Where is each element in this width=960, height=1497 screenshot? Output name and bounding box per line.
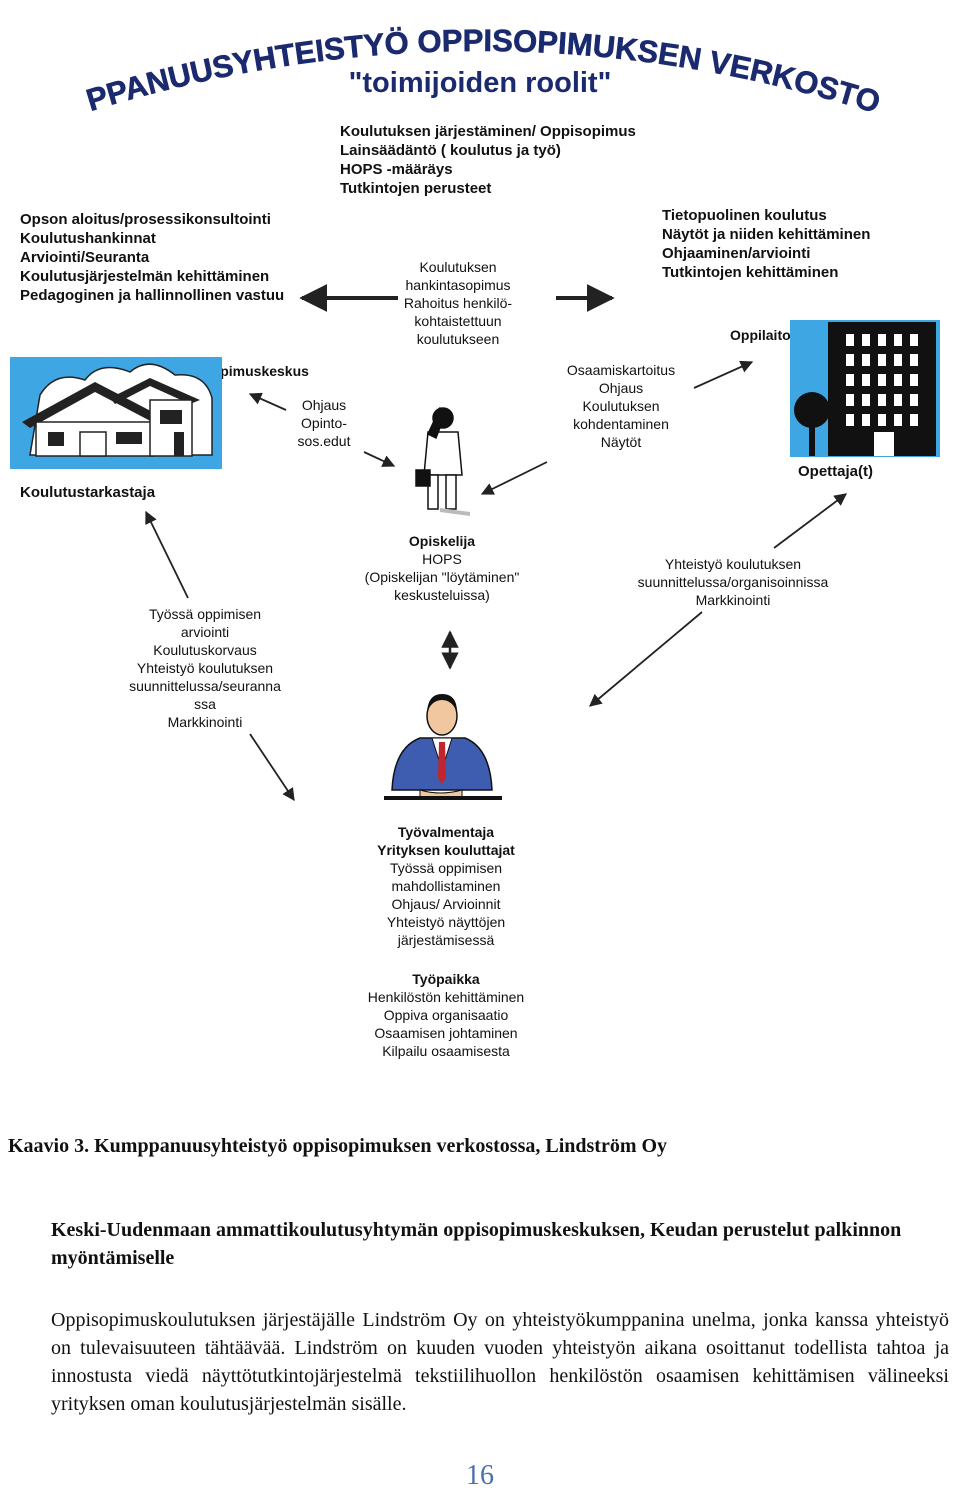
- tyovalmentaja-title: Yrityksen kouluttajat: [377, 842, 515, 858]
- ohjaus-line: Opinto-: [301, 415, 347, 431]
- tyopaikka-title: Työpaikka: [412, 971, 480, 987]
- osaamis-line: Näytöt: [600, 434, 642, 450]
- right-block: Tietopuolinen koulutus Näytöt ja niiden …: [662, 206, 870, 282]
- osaamis-line: Ohjaus: [598, 380, 644, 396]
- body-paragraph: Oppisopimuskoulutuksen järjestäjälle Lin…: [51, 1309, 949, 1415]
- osaamis-line: Osaamiskartoitus: [566, 362, 676, 378]
- diagram-title-line1: KUMPPANUUSYHTEISTYÖ OPPISOPIMUKSEN VERKO…: [0, 0, 884, 120]
- yhteistyo-line: suunnittelussa/organisoinnissa: [637, 574, 829, 590]
- left-block-line: Koulutushankinnat: [20, 230, 156, 247]
- figure-caption: Kaavio 3. Kumppanuusyhteistyö oppisopimu…: [8, 1135, 668, 1157]
- tyossa-line: arviointi: [180, 624, 230, 640]
- tyopaikka-block: Työpaikka Henkilöstön kehittäminen Oppiv…: [346, 970, 546, 1060]
- oppilaitos-label: Oppilaitos: [730, 327, 799, 343]
- arrow: [249, 733, 295, 802]
- businessman-icon: [384, 694, 502, 800]
- right-block-line: Näytöt ja niiden kehittäminen: [662, 226, 871, 243]
- tyopaikka-line: Henkilöstön kehittäminen: [367, 989, 525, 1005]
- center-block-line: Rahoitus henkilö-: [403, 295, 513, 311]
- arrow: [589, 611, 703, 707]
- ohjaus-line: Ohjaus: [301, 397, 347, 413]
- tyovalmentaja-line: Työssä oppimisen: [389, 860, 503, 876]
- page-number: 16: [466, 1460, 494, 1491]
- top-center-line: Lainsäädäntö ( koulutus ja työ): [340, 142, 561, 159]
- diagram-title: KUMPPANUUSYHTEISTYÖ OPPISOPIMUKSEN VERKO…: [0, 0, 885, 120]
- top-center-line: Koulutuksen järjestäminen/ Oppisopimus: [340, 123, 636, 140]
- tyovalmentaja-title: Työvalmentaja: [397, 824, 495, 840]
- yhteistyo-line: Yhteistyö koulutuksen: [664, 556, 802, 572]
- ohjaus-line: sos.edut: [297, 433, 351, 449]
- top-center-block: Koulutuksen järjestäminen/ Oppisopimus L…: [340, 122, 636, 198]
- left-block: Opson aloitus/prosessikonsultointi Koulu…: [20, 210, 284, 305]
- student-figure-icon: [415, 406, 470, 516]
- right-block-line: Ohjaaminen/arviointi: [662, 245, 811, 262]
- arrow: [480, 461, 548, 495]
- tyossa-line: ssa: [194, 696, 216, 712]
- tyopaikka-line: Osaamisen johtaminen: [374, 1025, 518, 1041]
- tyopaikka-line: Oppiva organisaatio: [383, 1007, 509, 1023]
- koulutustarkastaja-label: Koulutustarkastaja: [20, 484, 156, 501]
- center-block-line: kohtaistettuun: [414, 313, 502, 329]
- building-icon: [790, 320, 940, 457]
- left-block-line: Koulutusjärjestelmän kehittäminen: [20, 268, 270, 285]
- tyossa-line: Työssä oppimisen: [148, 606, 262, 622]
- opiskelija-line: HOPS: [422, 551, 462, 567]
- center-block-line: Koulutuksen: [419, 259, 497, 275]
- tyovalmentaja-line: Yhteistyö näyttöjen: [386, 914, 506, 930]
- section-heading: Keski-Uudenmaan ammattikoulutusyhtymän o…: [51, 1219, 902, 1269]
- arrow: [248, 392, 287, 411]
- opiskelija-block: Opiskelija HOPS (Opiskelijan "löytäminen…: [340, 532, 544, 604]
- osaamis-line: kohdentaminen: [573, 416, 669, 432]
- tyossa-line: Koulutuskorvaus: [153, 642, 257, 658]
- right-block-line: Tutkintojen kehittäminen: [662, 264, 839, 281]
- osaamis-line: Koulutuksen: [582, 398, 660, 414]
- opettaja-label: Opettaja(t): [798, 463, 873, 480]
- tyossa-line: suunnittelussa/seuranna: [129, 678, 281, 694]
- center-block-line: koulutukseen: [416, 331, 500, 347]
- diagram-title-line2: "toimijoiden roolit": [349, 67, 612, 99]
- arrow: [145, 510, 189, 599]
- opiskelija-title: Opiskelija: [408, 533, 476, 549]
- arrow: [363, 451, 396, 467]
- left-block-line: Arviointi/Seuranta: [20, 249, 150, 266]
- left-block-line: Pedagoginen ja hallinnollinen vastuu: [20, 287, 285, 304]
- arrow: [773, 493, 848, 549]
- oppisopimuskeskus-label: Oppisopimuskeskus: [172, 363, 309, 379]
- center-block-line: hankintasopimus: [405, 277, 511, 293]
- osaamis-block: Osaamiskartoitus Ohjaus Koulutuksen kohd…: [556, 361, 686, 451]
- top-center-line: HOPS -määräys: [340, 161, 453, 178]
- opiskelija-line: (Opiskelijan "löytäminen": [364, 569, 520, 585]
- tyossa-line: Yhteistyö koulutuksen: [136, 660, 274, 676]
- tyossa-block: Työssä oppimisen arviointi Koulutuskorva…: [116, 605, 294, 731]
- tyopaikka-line: Kilpailu osaamisesta: [382, 1043, 510, 1059]
- left-block-line: Opson aloitus/prosessikonsultointi: [20, 211, 271, 228]
- right-block-line: Tietopuolinen koulutus: [662, 207, 827, 224]
- tyovalmentaja-line: järjestämisessä: [397, 932, 495, 948]
- tyovalmentaja-line: Ohjaus/ Arvioinnit: [391, 896, 501, 912]
- tyovalmentaja-line: mahdollistaminen: [391, 878, 501, 894]
- center-block: Koulutuksen hankintasopimus Rahoitus hen…: [388, 258, 528, 348]
- tyossa-line: Markkinointi: [167, 714, 243, 730]
- yhteistyo-block: Yhteistyö koulutuksen suunnittelussa/org…: [622, 555, 844, 609]
- tyovalmentaja-block: Työvalmentaja Yrityksen kouluttajat Työs…: [346, 823, 546, 949]
- top-center-line: Tutkintojen perusteet: [340, 180, 492, 197]
- ohjaus-block: Ohjaus Opinto- sos.edut: [288, 396, 360, 450]
- arrow: [693, 360, 754, 389]
- yhteistyo-line: Markkinointi: [695, 592, 771, 608]
- opiskelija-line: keskusteluissa): [394, 587, 490, 603]
